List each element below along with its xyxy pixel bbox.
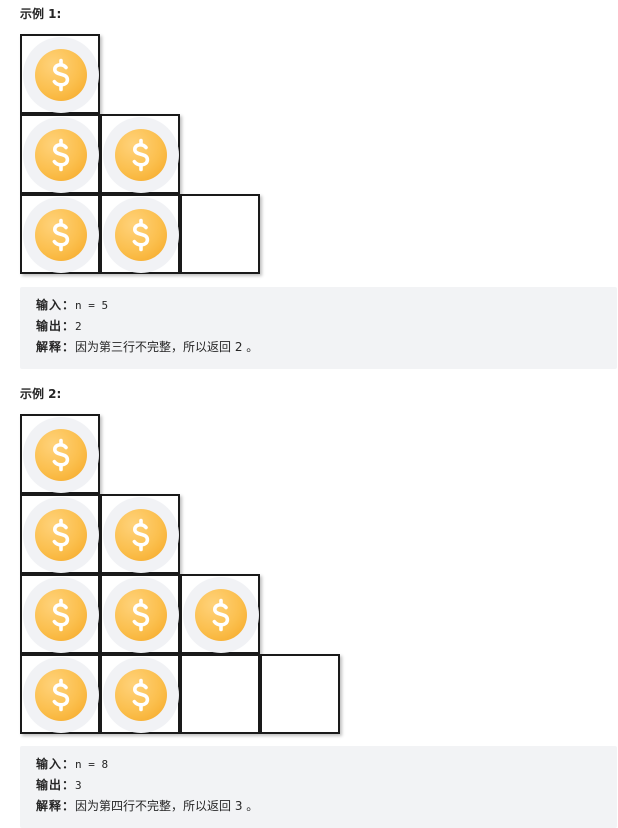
- dollar-coin-icon: [35, 589, 87, 641]
- dollar-coin-icon: [115, 669, 167, 721]
- empty-cell: [180, 194, 260, 274]
- coin-cell: [100, 574, 180, 654]
- output-line: 输出：2: [36, 316, 601, 337]
- coin-cell: [20, 574, 100, 654]
- explain-label: 解释：: [36, 799, 76, 813]
- dollar-coin-icon: [35, 509, 87, 561]
- example-2-code-box: 输入：n = 8 输出：3 解释：因为第四行不完整，所以返回 3 。: [20, 746, 617, 828]
- example-1-title: 示例 1:: [20, 7, 62, 21]
- input-value: n = 5: [75, 299, 109, 312]
- empty-cell: [180, 654, 260, 734]
- dollar-coin-icon: [35, 129, 87, 181]
- coin-cell: [100, 114, 180, 194]
- explain-text: 因为第四行不完整，所以返回 3 。: [75, 799, 259, 813]
- explain-text: 因为第三行不完整，所以返回 2 。: [75, 340, 259, 354]
- dollar-coin-icon: [35, 49, 87, 101]
- explain-line: 解释：因为第三行不完整，所以返回 2 。: [36, 337, 601, 357]
- dollar-coin-icon: [195, 589, 247, 641]
- output-line: 输出：3: [36, 775, 601, 796]
- dollar-coin-icon: [115, 129, 167, 181]
- explain-line: 解释：因为第四行不完整，所以返回 3 。: [36, 796, 601, 816]
- input-label: 输入：: [36, 298, 76, 312]
- output-value: 2: [75, 320, 82, 333]
- coin-cell: [20, 414, 100, 494]
- dollar-coin-icon: [115, 589, 167, 641]
- dollar-coin-icon: [115, 509, 167, 561]
- explain-label: 解释：: [36, 340, 76, 354]
- coin-cell: [20, 114, 100, 194]
- coin-cell: [100, 654, 180, 734]
- coin-cell: [180, 574, 260, 654]
- coin-cell: [100, 494, 180, 574]
- example-2-title: 示例 2:: [20, 387, 62, 401]
- dollar-coin-icon: [35, 669, 87, 721]
- dollar-coin-icon: [35, 209, 87, 261]
- output-label: 输出：: [36, 778, 76, 792]
- dollar-coin-icon: [35, 429, 87, 481]
- coin-cell: [20, 494, 100, 574]
- coin-cell: [20, 194, 100, 274]
- coin-cell: [20, 654, 100, 734]
- input-line: 输入：n = 8: [36, 754, 601, 775]
- coin-cell: [100, 194, 180, 274]
- input-label: 输入：: [36, 757, 76, 771]
- output-value: 3: [75, 779, 82, 792]
- output-label: 输出：: [36, 319, 76, 333]
- example-1-code-box: 输入：n = 5 输出：2 解释：因为第三行不完整，所以返回 2 。: [20, 287, 617, 369]
- input-value: n = 8: [75, 758, 109, 771]
- empty-cell: [260, 654, 340, 734]
- input-line: 输入：n = 5: [36, 295, 601, 316]
- coin-cell: [20, 34, 100, 114]
- dollar-coin-icon: [115, 209, 167, 261]
